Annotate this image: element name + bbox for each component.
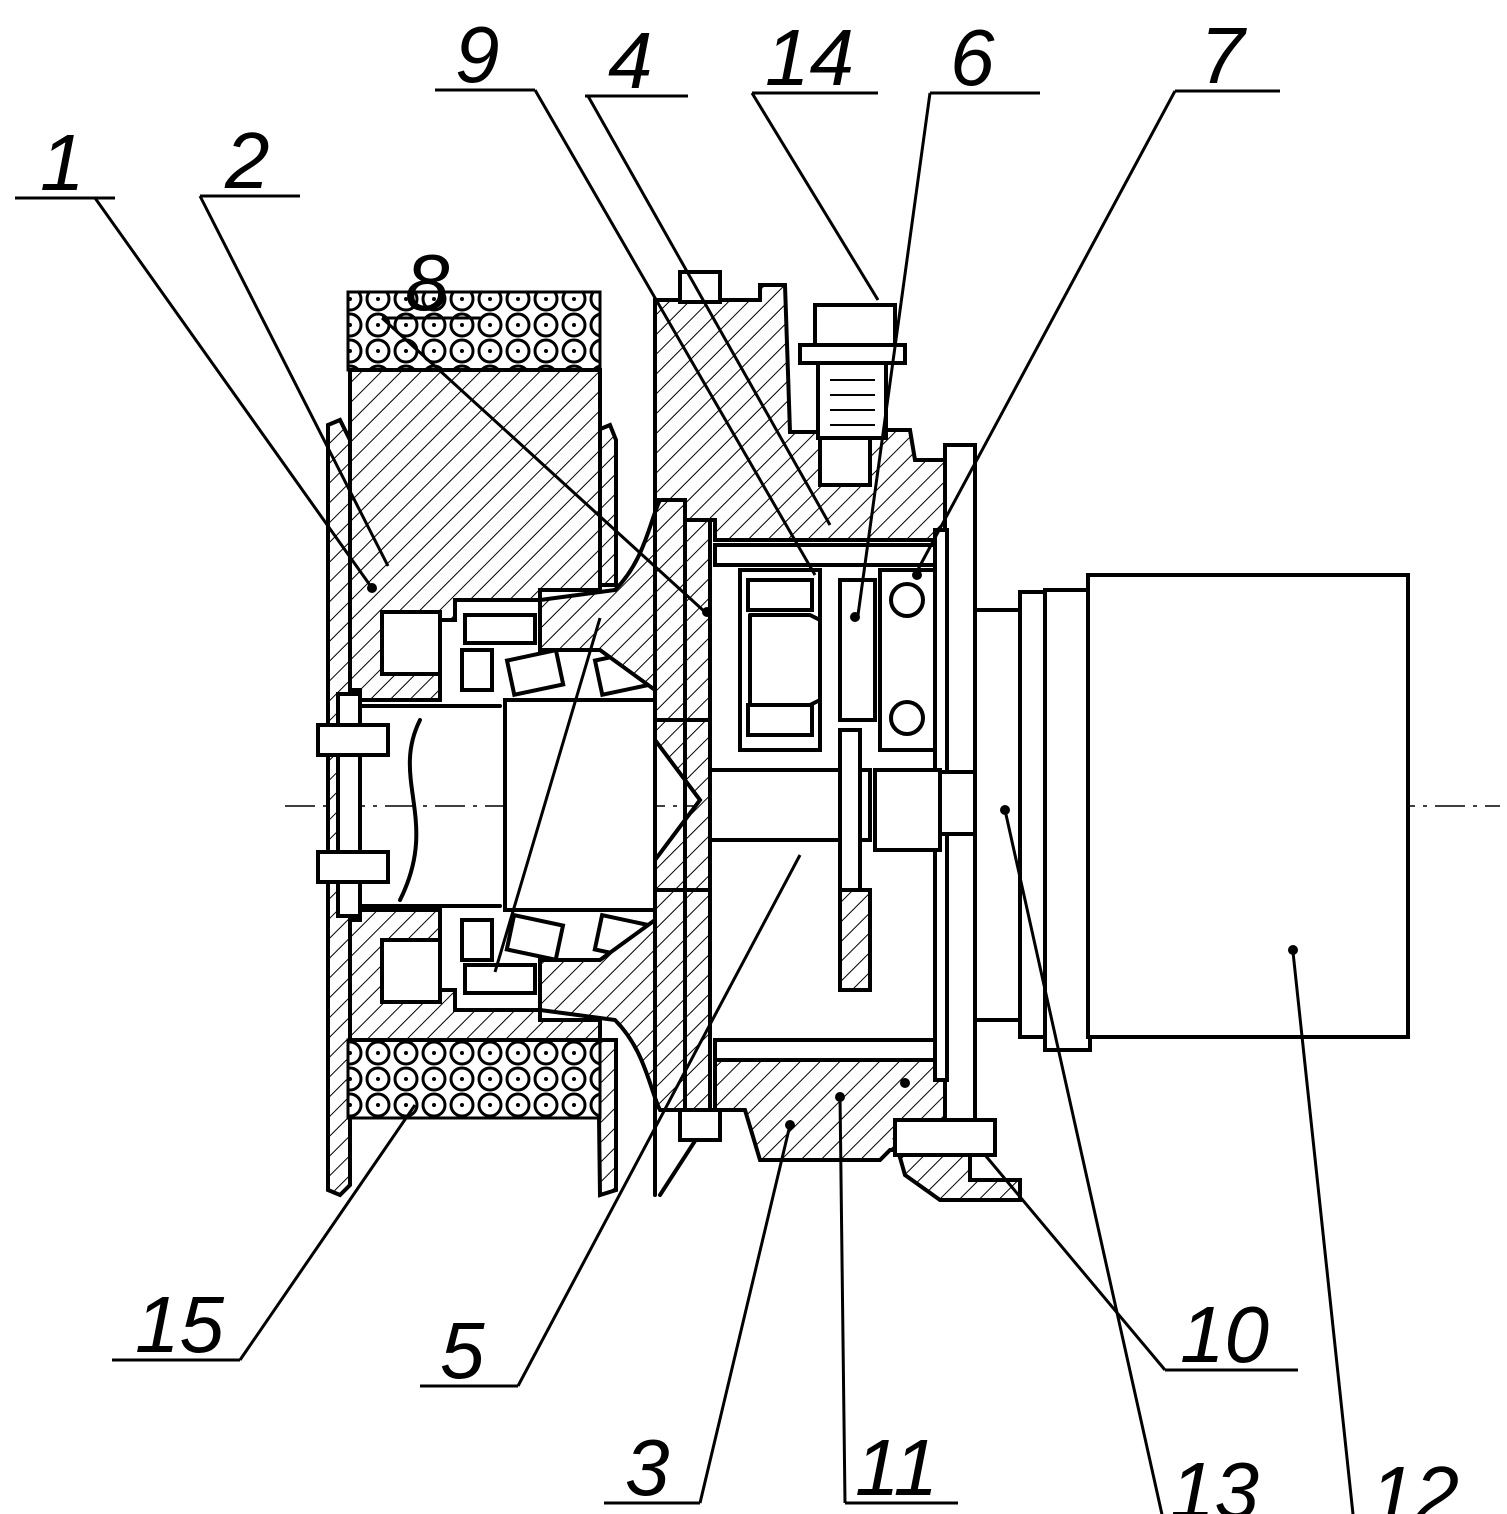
housing-bottom-bolt-left	[678, 1108, 722, 1142]
dot-12	[1288, 945, 1298, 955]
plug-body	[816, 361, 888, 440]
ball-bearing-ball-bottom	[889, 700, 925, 736]
leader-5	[516, 854, 802, 1387]
label-10: 10	[1180, 1290, 1269, 1379]
gear-tooth-lower	[838, 888, 872, 992]
drum-bolt-upper	[463, 613, 537, 645]
leader-lines	[15, 88, 1355, 1514]
leader-10	[983, 1154, 1167, 1371]
leader-7	[913, 90, 1177, 576]
housing-bottom-bolt-right	[893, 1118, 997, 1157]
drum-assembly	[326, 290, 618, 1198]
label-11: 11	[855, 1423, 938, 1512]
dot-13	[1000, 805, 1010, 815]
label-13: 13	[1170, 1446, 1259, 1514]
ring-gear	[713, 543, 937, 567]
label-9: 9	[455, 10, 500, 99]
adapter-lip	[1043, 588, 1092, 1052]
dot-6	[850, 612, 860, 622]
label-15: 15	[135, 1280, 224, 1369]
rope-coil-lower	[346, 1038, 602, 1120]
housing-shell-upper	[653, 283, 962, 542]
label-5: 5	[440, 1306, 485, 1395]
leader-4	[586, 95, 832, 526]
ring-gear-lower	[713, 1038, 937, 1062]
leader-11	[838, 1094, 847, 1504]
label-8: 8	[405, 238, 450, 327]
leader-3	[698, 1124, 792, 1504]
input-coupling	[873, 768, 942, 852]
leader-13	[1003, 809, 1164, 1514]
carrier-plate	[838, 578, 877, 722]
shaft-hub	[653, 718, 712, 892]
gear-internals	[708, 543, 1052, 1062]
shaft-end-bolt-lower	[316, 850, 390, 884]
label-2: 2	[224, 116, 270, 205]
seal-lower	[460, 918, 494, 962]
leader-15	[238, 1104, 417, 1361]
main-shaft	[316, 692, 712, 918]
shaft-core	[503, 698, 657, 912]
drum-right-flange-lower	[595, 1038, 618, 1198]
dot-10	[900, 1078, 910, 1088]
dot-7	[912, 570, 922, 580]
dot-11	[835, 1092, 845, 1102]
label-6: 6	[950, 13, 995, 102]
plug-washer	[798, 343, 907, 365]
dot-3	[785, 1120, 795, 1130]
seal-upper	[460, 648, 494, 692]
plug-thread	[830, 379, 875, 426]
label-12: 12	[1370, 1450, 1459, 1514]
planet-bearing-roller-top	[746, 578, 814, 612]
hydraulic-motor	[1086, 573, 1410, 1039]
leader-6	[856, 92, 932, 616]
label-3: 3	[625, 1423, 670, 1512]
leader-8	[380, 316, 707, 614]
planet-bearing-roller-bottom	[746, 703, 814, 737]
drum-bolt-lower	[463, 963, 537, 995]
plug-head	[813, 303, 897, 347]
drum-cavity-lower	[380, 938, 442, 1004]
breather-plug	[798, 303, 907, 440]
leader-12	[1291, 951, 1355, 1514]
label-7: 7	[1200, 11, 1247, 100]
leader-1	[93, 197, 374, 589]
label-1: 1	[40, 118, 85, 207]
planet-bearing-race	[748, 613, 822, 707]
shaft-end-bolt-upper	[316, 723, 390, 757]
bearing-roller-ll	[504, 912, 566, 963]
leader-2	[198, 195, 390, 567]
dot-9	[702, 607, 712, 617]
label-4: 4	[608, 16, 653, 105]
rope-coil-upper	[346, 290, 602, 372]
leader-8b	[493, 617, 602, 973]
housing-left-cover-lower	[538, 888, 712, 1112]
callout-labels: 1 2 8 9 4 14 6 7 15 5 3 11 10 13 12	[40, 10, 1459, 1514]
drum-cavity-upper	[380, 610, 442, 676]
motor-adapter	[973, 588, 1092, 1052]
bearing-roller-ul	[504, 647, 566, 698]
sun-gear	[838, 728, 862, 892]
leader-14	[750, 92, 880, 301]
leader-dots	[367, 570, 1298, 1130]
leader-9	[533, 89, 817, 576]
shaft-break-line	[358, 704, 502, 908]
dot-1	[367, 583, 377, 593]
ball-bearing-ball-top	[889, 582, 925, 618]
label-14: 14	[765, 13, 854, 102]
